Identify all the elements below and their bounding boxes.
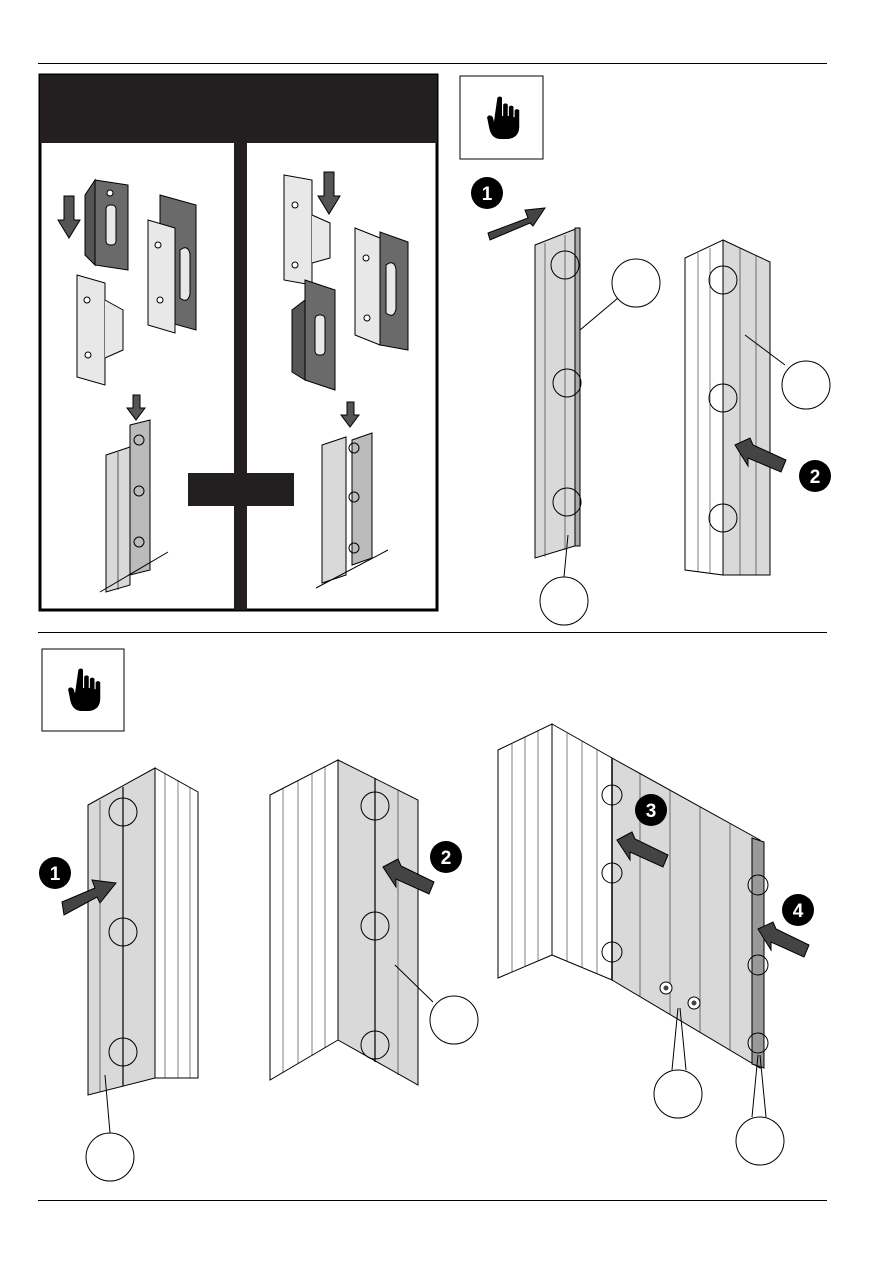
arrow-down-right	[318, 172, 340, 214]
bracket-left-a	[85, 180, 128, 270]
step-number-1-top: 1	[482, 184, 493, 205]
joint-left-example	[100, 395, 168, 592]
step-number-2-bottom: 2	[441, 848, 452, 869]
notice-box-top	[460, 76, 543, 159]
joint-right-example	[316, 402, 388, 588]
corner-panel-bottom-middle	[270, 760, 478, 1085]
step-number-1-bottom: 1	[50, 864, 61, 885]
panel-a-top	[535, 228, 660, 625]
panel-b-top	[685, 240, 830, 575]
step-number-2-top: 2	[810, 467, 821, 488]
bracket-right-b	[355, 228, 408, 350]
divider-label-bar	[188, 473, 294, 506]
arrow-step-1-top: 1	[471, 177, 545, 240]
comparison-box	[40, 75, 437, 610]
bracket-right-c	[292, 280, 335, 390]
header-bar	[40, 75, 437, 143]
arrow-down-left	[58, 196, 80, 238]
step-number-4: 4	[793, 901, 804, 922]
wall-assembly-bottom-right	[498, 724, 784, 1165]
bracket-left-b	[148, 195, 196, 333]
notice-box-bottom	[42, 649, 124, 731]
arrow-step-4: 4	[758, 894, 814, 957]
step-number-3: 3	[646, 801, 657, 822]
corner-panel-bottom-left	[86, 768, 198, 1181]
bracket-right-a	[284, 175, 330, 285]
bracket-left-c	[77, 275, 123, 385]
divider-vertical	[234, 143, 247, 610]
